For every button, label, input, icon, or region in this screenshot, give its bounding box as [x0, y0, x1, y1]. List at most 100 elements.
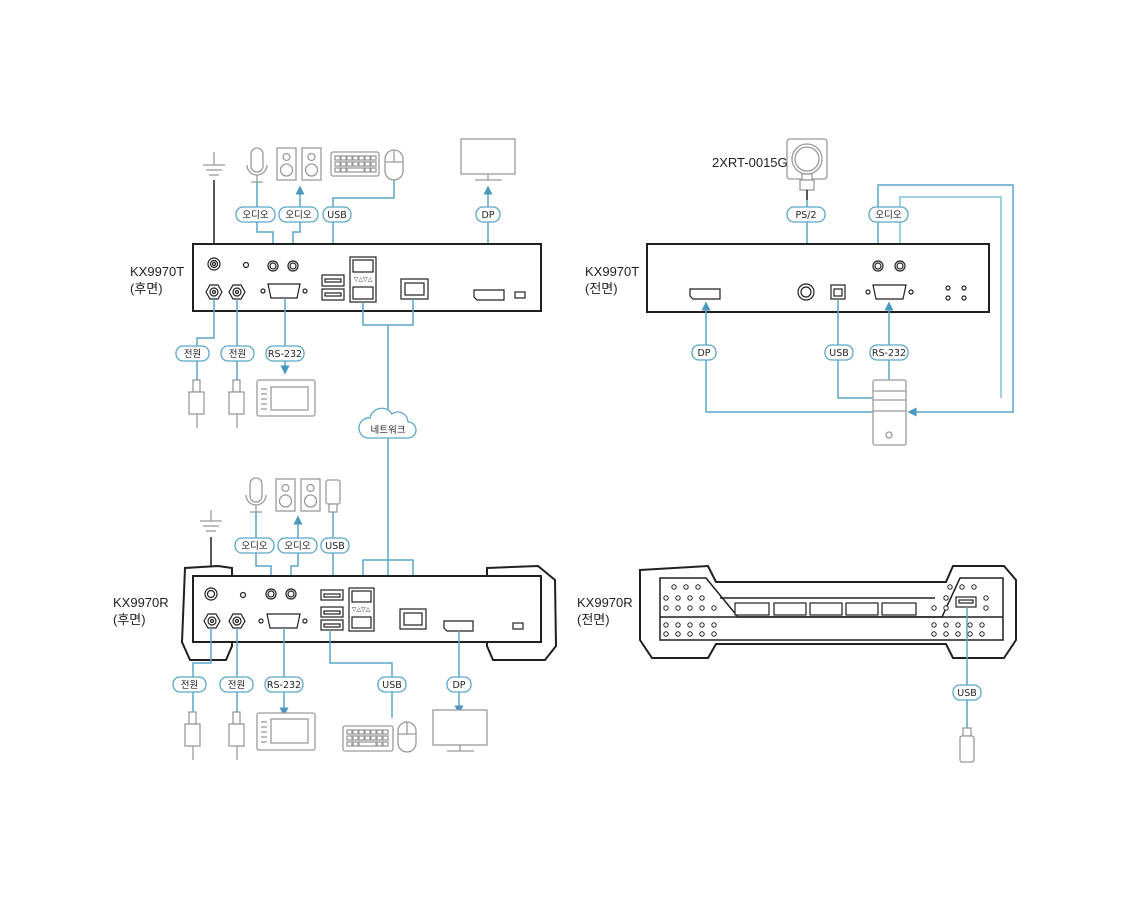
joystick-icon [786, 138, 828, 200]
pill-audio-in: 오디오 [234, 537, 275, 554]
pill-rs232: RS-232 [264, 676, 304, 693]
svg-text:오디오: 오디오 [242, 210, 268, 221]
device-model-label: KX9970R [577, 595, 633, 610]
pill-dp: DP [446, 676, 472, 693]
device-view-label: (전면) [577, 612, 610, 627]
power-plug-icon [228, 711, 245, 760]
svg-text:RS-232: RS-232 [268, 349, 302, 360]
svg-text:USB: USB [957, 688, 977, 699]
power-plug-icon [228, 379, 245, 428]
svg-text:DP: DP [697, 348, 710, 359]
svg-text:RS-232: RS-232 [872, 348, 906, 359]
pill-power: 전원 [175, 345, 210, 362]
vent-holes-right [931, 584, 989, 637]
displayport-port [443, 620, 474, 632]
pill-usb: USB [377, 676, 407, 693]
pill-usb: USB [320, 537, 350, 554]
serial-device-icon [256, 712, 316, 751]
usb-flash-drive-icon [959, 727, 975, 763]
pill-audio-out: 오디오 [277, 537, 318, 554]
power-plug-icon [184, 711, 201, 760]
network-cloud: 네트워크 [358, 407, 417, 439]
lan-port [400, 278, 429, 300]
svg-text:전원: 전원 [184, 349, 201, 360]
rs232-port [258, 613, 308, 629]
pill-audio-in: 오디오 [235, 206, 276, 223]
svg-text:오디오: 오디오 [284, 541, 310, 552]
power-plug-icon [188, 379, 205, 428]
displayport-port [473, 289, 505, 301]
monitor-icon [460, 138, 516, 181]
microphone-icon [245, 477, 267, 513]
svg-text:USB: USB [325, 541, 345, 552]
dip-switch [512, 622, 524, 630]
speakers-icon [275, 478, 321, 512]
device-model-label: KX9970T [130, 264, 184, 279]
pill-audio-out: 오디오 [278, 206, 319, 223]
pill-power: 전원 [220, 345, 255, 362]
svg-text:오디오: 오디오 [241, 541, 267, 552]
pill-usb: USB [952, 684, 982, 701]
mouse-icon [397, 721, 417, 753]
power-port-2 [228, 613, 246, 629]
usb-port-front [955, 596, 977, 608]
kx9970r-front-panel: USB KX9970R (전면) [577, 564, 1017, 763]
svg-text:전원: 전원 [181, 680, 198, 691]
svg-text:▽△▽△: ▽△▽△ [352, 606, 371, 613]
power-port-1 [205, 284, 223, 300]
pill-dp: DP [691, 344, 717, 361]
kx9970t-front-chassis [646, 243, 990, 313]
dip-switch [514, 291, 526, 299]
kx9970t-front-panel: 2XRT-0015G KX9970T (전면) PS/2 오디오 [585, 138, 1014, 446]
pill-ps2: PS/2 [786, 206, 826, 223]
monitor-icon [432, 709, 488, 752]
kx9970t-rear-panel: ▽△▽△ KX9970T (후면) 오디 [130, 138, 542, 640]
svg-text:RS-232: RS-232 [267, 680, 301, 691]
kx9970r-rear-panel: ▽△▽△ [113, 477, 558, 760]
device-view-label: (전면) [585, 281, 618, 296]
svg-text:오디오: 오디오 [875, 210, 901, 221]
power-port-1 [203, 613, 221, 629]
power-port-2 [228, 284, 246, 300]
device-view-label: (후면) [130, 281, 163, 296]
serial-device-icon [256, 379, 316, 417]
pill-audio: 오디오 [868, 206, 909, 223]
mouse-icon [384, 149, 404, 181]
sfp-ports: ▽△▽△ [349, 256, 377, 303]
ps2-port [797, 283, 815, 301]
ground-icon [203, 152, 225, 255]
rs232-port [260, 283, 308, 299]
svg-text:전원: 전원 [228, 680, 245, 691]
lan-port [399, 608, 427, 630]
pill-usb: USB [322, 206, 352, 223]
pill-dp: DP [475, 206, 501, 223]
microphone-icon [246, 147, 268, 183]
keyboard-icon [342, 725, 394, 752]
pill-rs232: RS-232 [265, 345, 305, 362]
joystick-model-label: 2XRT-0015G [712, 155, 788, 170]
led-indicator [242, 261, 250, 269]
led-indicator [239, 591, 247, 599]
displayport-port [689, 288, 721, 300]
pill-usb: USB [824, 344, 854, 361]
indicator-leds [945, 285, 967, 301]
speakers-icon [276, 147, 322, 181]
pill-rs232: RS-232 [869, 344, 909, 361]
usb-ports [321, 274, 345, 301]
rs232-port [865, 284, 914, 300]
ground-terminal [207, 257, 221, 271]
usb-ports [320, 589, 344, 631]
keyboard-icon [330, 151, 380, 177]
vent-holes-left [663, 584, 717, 637]
device-view-label: (후면) [113, 612, 146, 627]
pill-power: 전원 [219, 676, 254, 693]
usb-flash-drive-icon [325, 479, 341, 513]
svg-text:DP: DP [452, 680, 465, 691]
svg-text:DP: DP [481, 210, 494, 221]
usb-b-port [830, 284, 846, 300]
pill-power: 전원 [172, 676, 207, 693]
device-model-label: KX9970R [113, 595, 169, 610]
svg-text:전원: 전원 [229, 349, 246, 360]
svg-text:네트워크: 네트워크 [371, 425, 406, 436]
